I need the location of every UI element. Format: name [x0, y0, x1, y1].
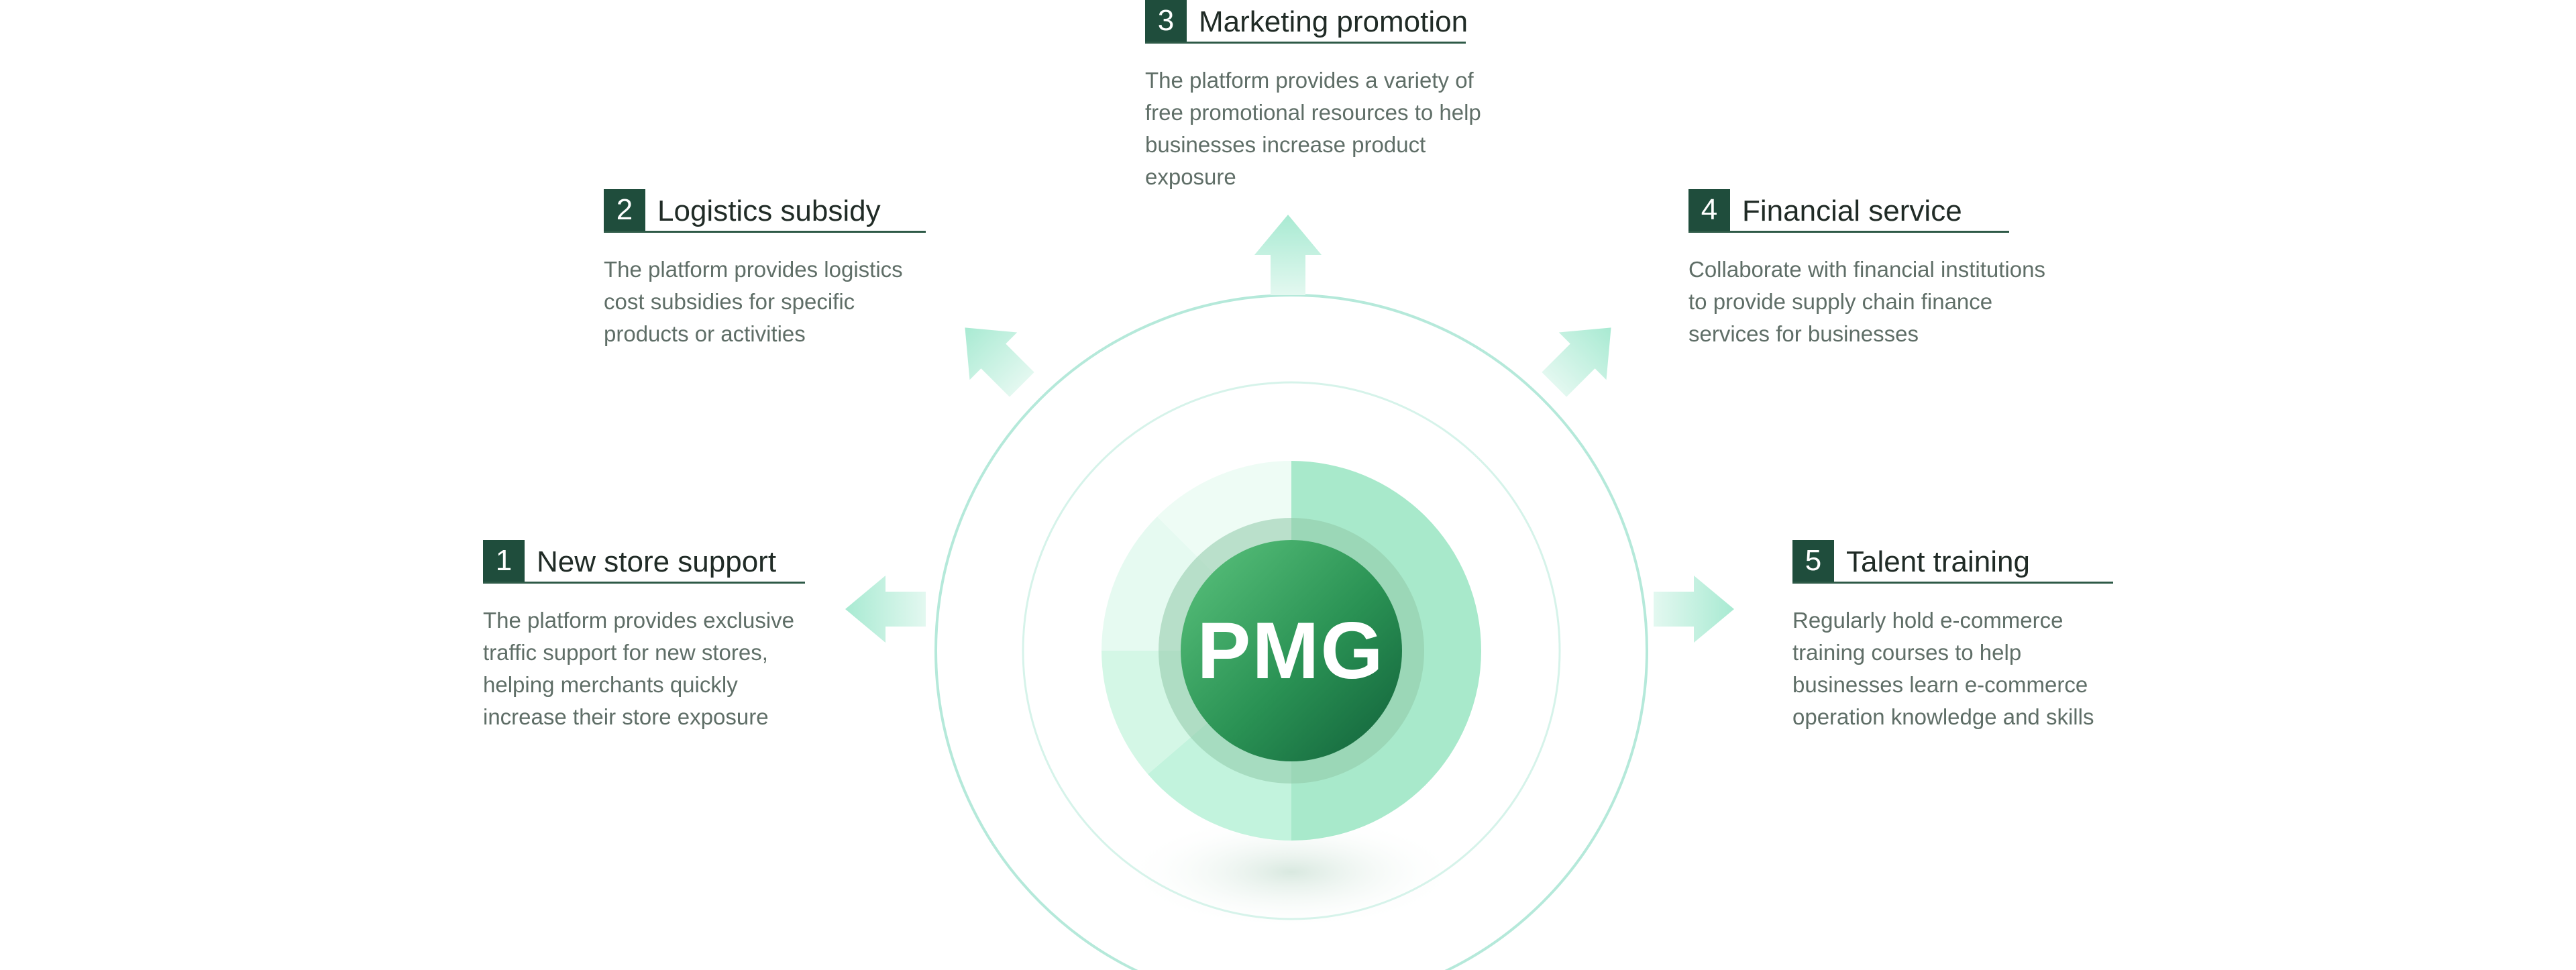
core-circle: [1181, 540, 1402, 761]
feature-title: Financial service: [1742, 195, 1962, 227]
feature-header: 4 Financial service: [1688, 189, 2009, 233]
feature-header: 3 Marketing promotion: [1145, 0, 1468, 44]
feature-number-badge: 4: [1688, 189, 1730, 231]
feature-title: Talent training: [1846, 545, 2030, 578]
feature-header: 5 Talent training: [1792, 540, 2113, 584]
feature-logistics-subsidy: 2 Logistics subsidy The platform provide…: [604, 189, 953, 364]
feature-talent-training: 5 Talent training Regularly hold e-comme…: [1792, 540, 2141, 741]
feature-financial-service: 4 Financial service Collaborate with fin…: [1688, 189, 2045, 364]
feature-description: Collaborate with financial institutions …: [1688, 257, 2045, 346]
feature-description: The platform provides logistics cost sub…: [604, 257, 903, 346]
center-label: PMG: [1197, 606, 1385, 696]
arrow-right-icon: [1654, 576, 1734, 643]
feature-number-badge: 5: [1792, 540, 1834, 582]
feature-description: The platform provides a variety of free …: [1145, 68, 1481, 189]
feature-number-badge: 3: [1145, 0, 1187, 42]
feature-marketing-promotion: 3 Marketing promotion The platform provi…: [1145, 0, 1494, 201]
feature-number-badge: 1: [483, 540, 525, 582]
feature-description: The platform provides exclusive traffic …: [483, 608, 795, 729]
feature-new-store-support: 1 New store support The platform provide…: [483, 540, 832, 741]
feature-number-badge: 2: [604, 189, 645, 231]
feature-description: Regularly hold e-commerce training cours…: [1792, 608, 2094, 729]
arrow-up-left-icon: [965, 327, 1034, 397]
feature-title: Logistics subsidy: [657, 195, 881, 227]
feature-header: 1 New store support: [483, 540, 805, 584]
center-shadow: [1124, 815, 1459, 929]
feature-title: Marketing promotion: [1199, 5, 1468, 38]
arrow-up-right-icon: [1542, 327, 1611, 397]
arrow-up-icon: [1254, 215, 1322, 295]
inner-ring: [1022, 381, 1561, 920]
feature-title: New store support: [537, 545, 777, 578]
feature-header: 2 Logistics subsidy: [604, 189, 926, 233]
arrow-left-icon: [845, 576, 926, 643]
